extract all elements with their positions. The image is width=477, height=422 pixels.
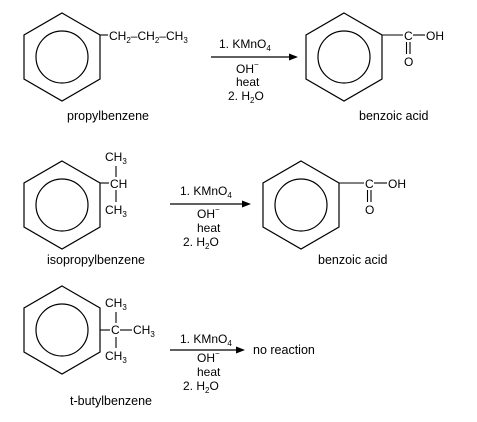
propylbenzene-ring [23,12,101,102]
isopropylbenzene-ring [23,160,101,250]
propyl-chain: CH2–CH2–CH3 [109,29,188,45]
svg-text:1. KMnO4: 1. KMnO4 [180,184,232,200]
isopropyl-group: CH3 CH CH3 [105,150,127,219]
product-label: benzoic acid [359,109,429,123]
svg-text:2. H2O: 2. H2O [183,379,219,395]
t-butylbenzene-ring [23,285,101,375]
svg-text:C: C [404,29,413,43]
product-label: benzoic acid [318,253,388,267]
svg-text:OH−: OH− [236,60,259,76]
svg-text:C: C [365,177,374,191]
benzoic-acid-ring [305,12,383,102]
svg-text:heat: heat [197,365,221,379]
svg-text:CH3: CH3 [133,323,155,339]
svg-text:CH3: CH3 [105,296,127,312]
svg-text:heat: heat [236,75,260,89]
svg-text:OH: OH [426,29,444,43]
no-reaction-label: no reaction [253,343,315,357]
reaction-3: CH3 C CH3 CH3 t-butylbenzene 1. KMnO4 OH… [23,285,315,408]
svg-text:CH2–CH2–CH3: CH2–CH2–CH3 [109,29,188,45]
svg-text:2. H2O: 2. H2O [183,235,219,251]
svg-text:O: O [365,203,374,217]
svg-text:1. KMnO4: 1. KMnO4 [219,37,271,53]
svg-text:O: O [404,55,413,69]
reagents-2: 1. KMnO4 OH− heat 2. H2O [170,184,251,251]
arrowhead [242,200,251,208]
svg-text:CH3: CH3 [105,349,127,365]
reaction-2: CH3 CH CH3 isopropylbenzene 1. KMnO4 OH−… [23,150,406,267]
carboxyl-group: C OH O [404,29,444,69]
reactant-label: propylbenzene [67,109,149,123]
reactant-label: isopropylbenzene [47,253,145,267]
reagents-3: 1. KMnO4 OH− heat 2. H2O [170,332,245,395]
arrowhead [236,346,245,354]
benzoic-acid-ring [262,160,340,250]
svg-text:CH: CH [110,177,127,191]
svg-text:1. KMnO4: 1. KMnO4 [180,332,232,348]
svg-text:OH: OH [388,177,406,191]
svg-text:C: C [111,323,120,337]
svg-text:2. H2O: 2. H2O [228,89,264,105]
svg-text:OH−: OH− [197,205,220,221]
reactant-label: t-butylbenzene [70,394,152,408]
svg-text:OH−: OH− [197,349,220,365]
reaction-1: CH2–CH2–CH3 propylbenzene 1. KMnO4 OH− h… [23,12,444,123]
carboxyl-group: C OH O [365,177,406,217]
svg-text:heat: heat [197,221,221,235]
reagents-1: 1. KMnO4 OH− heat 2. H2O [211,37,298,105]
svg-text:CH3: CH3 [105,150,127,166]
arrowhead [289,53,298,61]
t-butyl-group: CH3 C CH3 CH3 [105,296,155,365]
svg-text:CH3: CH3 [105,203,127,219]
